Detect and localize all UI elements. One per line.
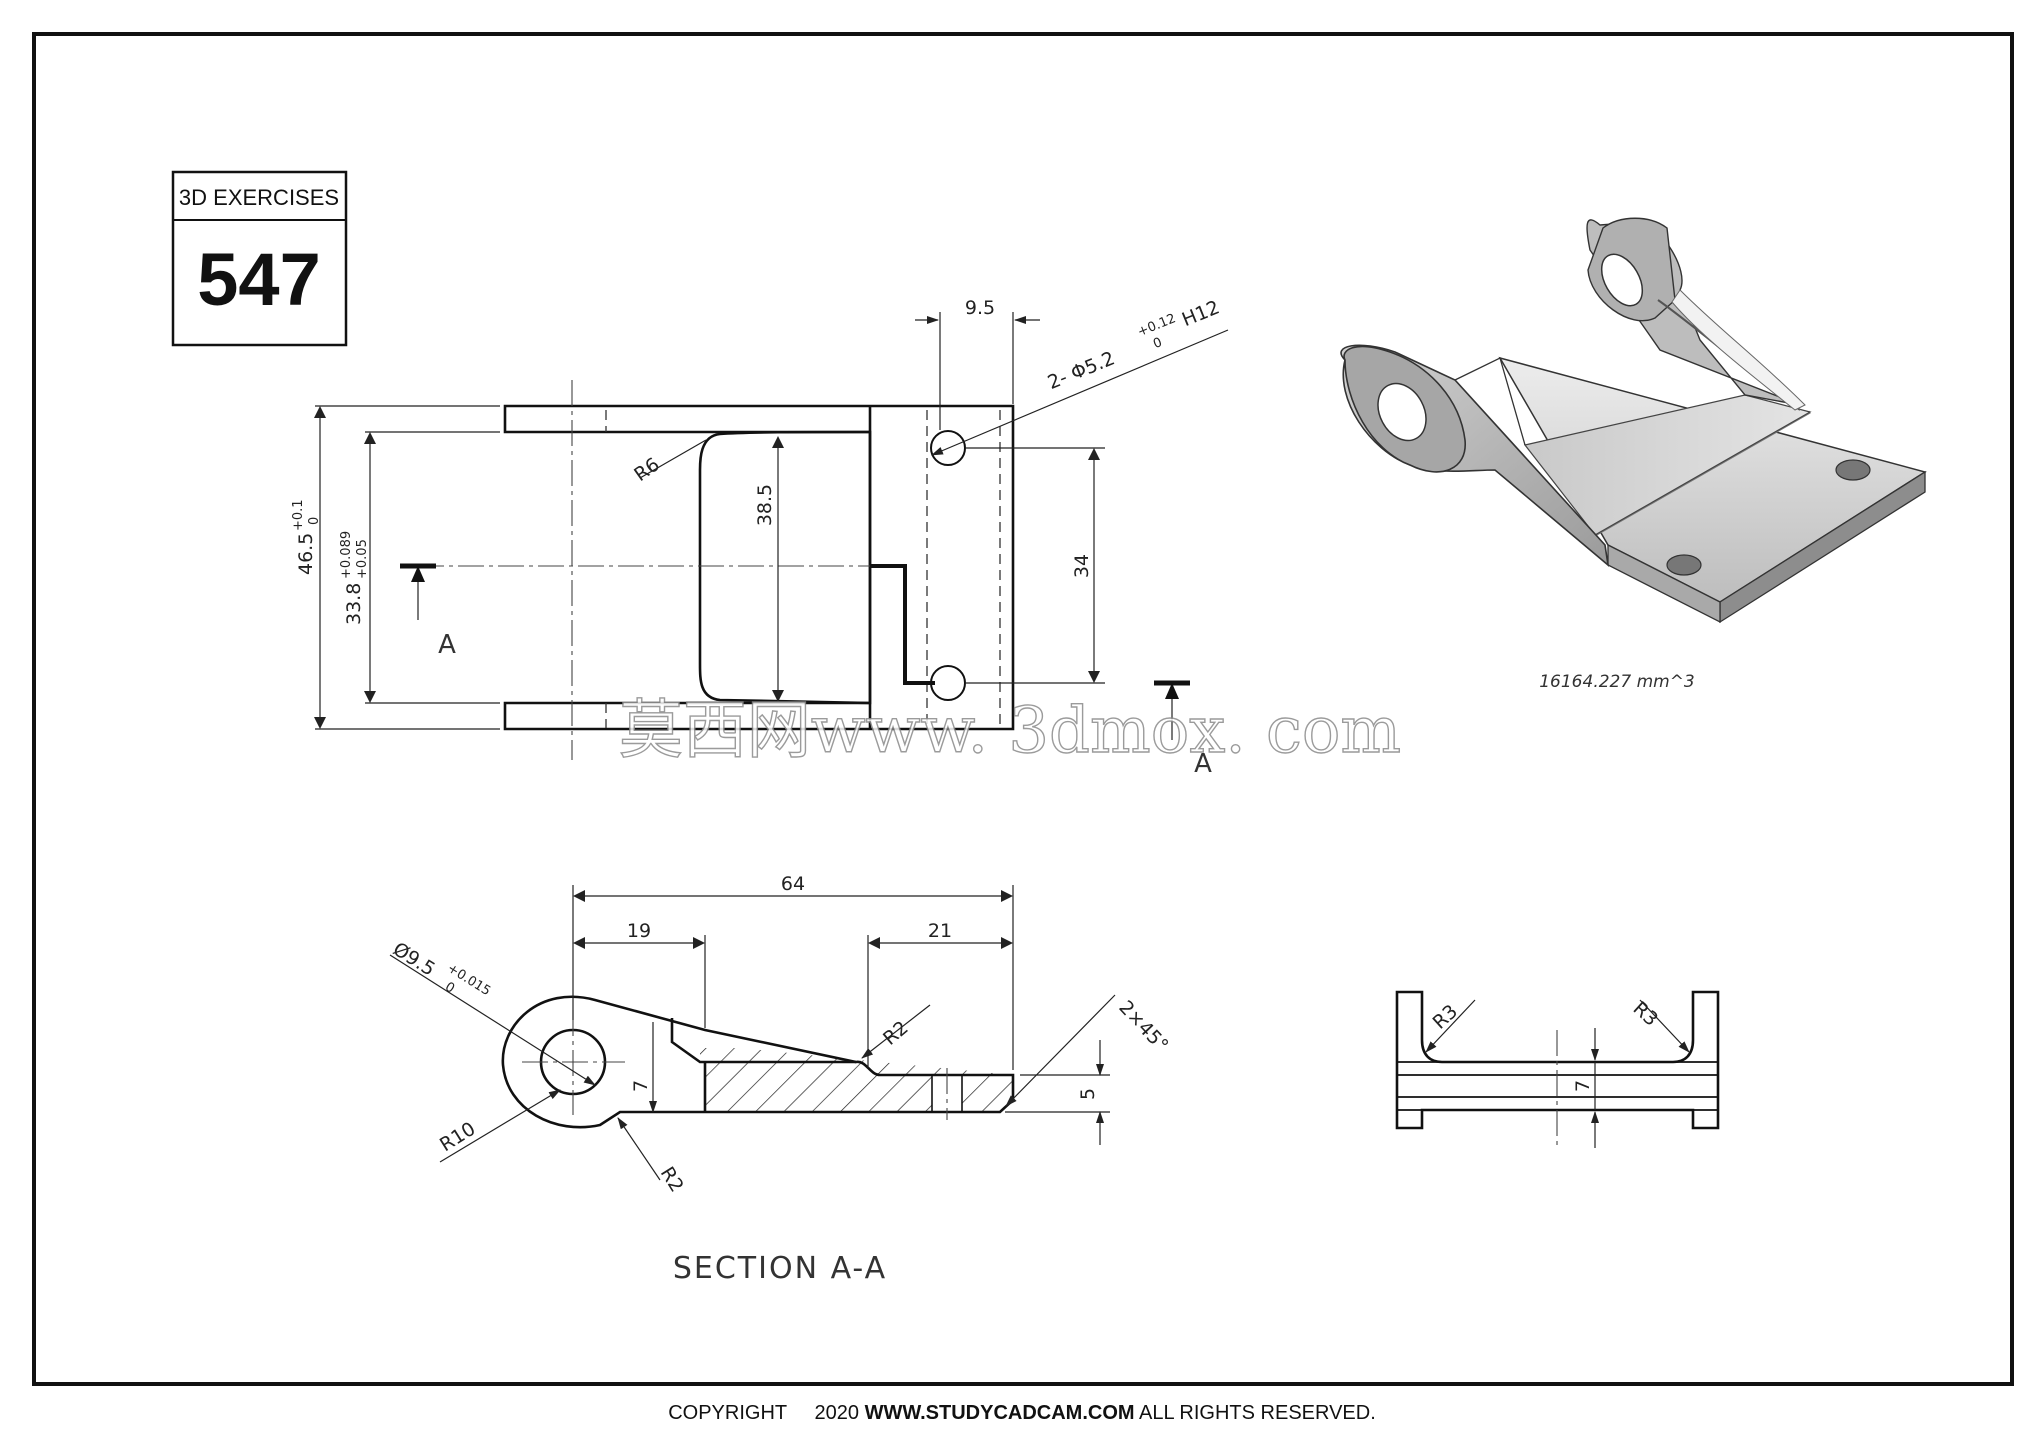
dim-33-8-tol-upper: +0.089 — [339, 531, 354, 579]
dim-r6: R6 — [630, 454, 663, 487]
end-view: R3 R3 7 — [1395, 990, 1720, 1150]
dim-r2-bottom: R2 — [656, 1163, 688, 1196]
dim-9-5: 9.5 — [965, 297, 995, 319]
dim-64: 64 — [781, 873, 805, 895]
dim-33-8-tol-lower: +0.05 — [355, 539, 370, 579]
section-label-right: A — [1194, 749, 1212, 779]
dim-7-section: 7 — [630, 1080, 652, 1092]
hole-tol-lower: 0 — [1151, 335, 1164, 352]
sheet-border — [32, 32, 2014, 1386]
dim-diameter-tol-lower: 0 — [442, 980, 457, 997]
dim-5: 5 — [1077, 1088, 1099, 1100]
dim-33-8: 33.8 — [343, 583, 365, 625]
dim-38-5: 38.5 — [754, 484, 776, 526]
dim-r10: R10 — [436, 1118, 479, 1156]
section-view: 64 19 21 Ø9.5 +0.015 0 R2 R10 R2 7 — [389, 873, 1173, 1286]
dim-19: 19 — [627, 920, 651, 942]
copyright-line: COPYRIGHT 2020 WWW.STUDYCADCAM.COM ALL R… — [0, 1402, 2044, 1425]
dim-r3-left: R3 — [1429, 1000, 1463, 1033]
copyright-prefix: COPYRIGHT 2020 — [668, 1402, 860, 1424]
section-title: SECTION A-A — [673, 1251, 887, 1286]
title-block-caption: 3D EXERCISES — [179, 185, 339, 210]
dim-diameter: Ø9.5 — [389, 938, 439, 981]
dim-r3-right: R3 — [1629, 997, 1663, 1030]
dim-r2-top: R2 — [879, 1017, 913, 1050]
volume-label: 16164.227 mm^3 — [1539, 672, 1695, 692]
top-view: A A 9.5 2- Φ5.2 +0.12 0 H12 R6 38.5 — [291, 296, 1229, 779]
copyright-site: WWW.STUDYCADCAM.COM — [864, 1402, 1135, 1424]
section-label-left: A — [438, 630, 456, 660]
dim-46-5-tol-lower: 0 — [307, 517, 322, 525]
copyright-suffix: ALL RIGHTS RESERVED. — [1139, 1402, 1376, 1424]
dim-46-5-tol-upper: +0.1 — [291, 499, 306, 531]
exercise-number: 547 — [197, 238, 320, 321]
isometric-view: 16164.227 mm^3 — [1340, 217, 1927, 692]
dim-34: 34 — [1071, 554, 1093, 578]
dim-21: 21 — [928, 920, 952, 942]
watermark: 莫西网www. 3dmox. com — [619, 694, 1401, 768]
hole-note: 2- Φ5.2 — [1045, 347, 1118, 394]
title-block: 3D EXERCISES 547 — [171, 170, 348, 347]
dim-7-end: 7 — [1572, 1080, 1594, 1092]
dim-46-5: 46.5 — [295, 533, 317, 575]
hole-fit: H12 — [1179, 296, 1223, 331]
dim-chamfer: 2×45° — [1114, 996, 1172, 1056]
